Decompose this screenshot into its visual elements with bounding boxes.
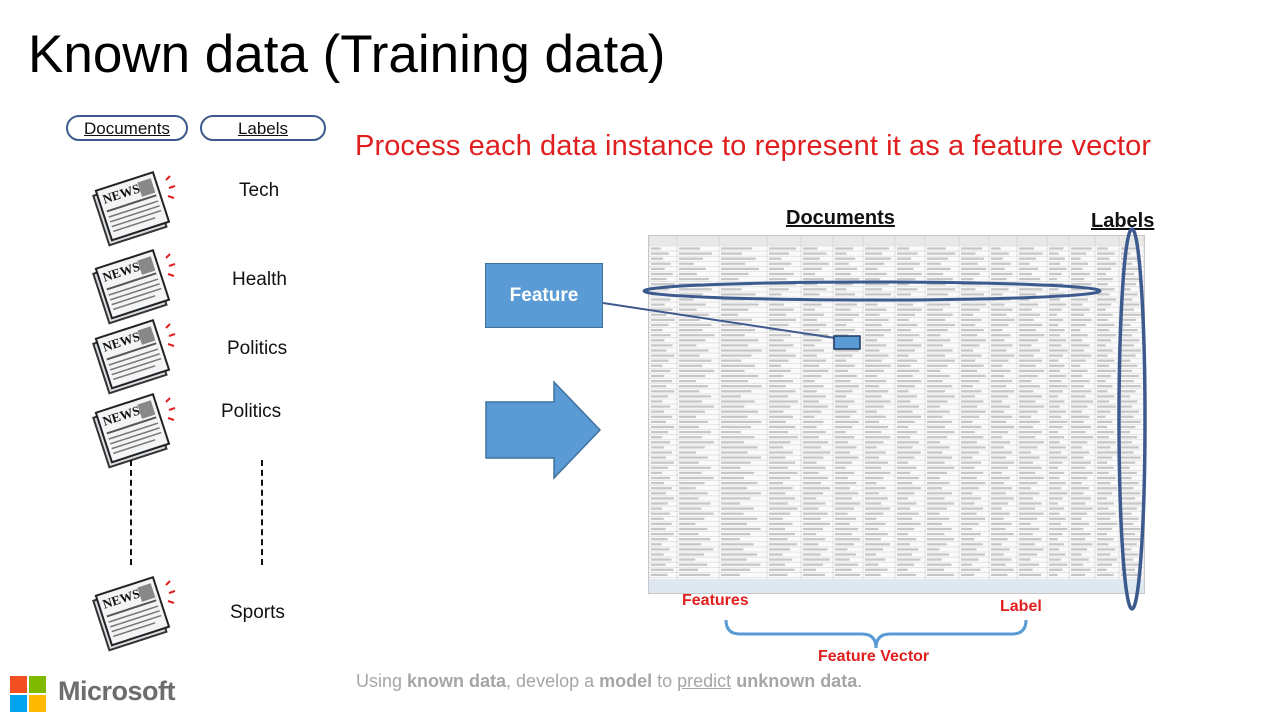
feature-row-ellipse — [642, 280, 1102, 302]
newspaper-icon: NEWS — [92, 392, 176, 479]
doc-label-2: Health — [232, 269, 287, 290]
labels-header: Labels — [237, 119, 289, 138]
feature-vector-brace — [724, 619, 1028, 649]
feature-vector-label: Feature Vector — [818, 648, 930, 665]
newspaper-icon: NEWS — [92, 248, 176, 335]
slide-title: Known data (Training data) — [28, 25, 666, 84]
feature-connector-line — [602, 302, 836, 339]
newspaper-icon: NEWS — [92, 318, 176, 405]
documents-header-pill: Documents — [66, 115, 188, 141]
documents-header: Documents — [84, 119, 170, 138]
newspaper-icon: NEWS — [92, 575, 176, 662]
documents-column-header: Documents — [786, 207, 895, 229]
dashed-continuation-left — [130, 460, 132, 565]
newspaper-icon: NEWS — [92, 170, 176, 257]
features-label: Features — [682, 592, 749, 609]
selected-cell — [833, 335, 861, 350]
slide-caption: Using known data, develop a model to pre… — [356, 671, 863, 691]
doc-label-4: Politics — [221, 401, 282, 422]
headline: Process each data instance to represent … — [355, 130, 1152, 162]
doc-label-1: Tech — [239, 180, 280, 201]
label-label: Label — [1000, 598, 1042, 615]
doc-label-3: Politics — [227, 338, 288, 359]
microsoft-logo-icon — [10, 676, 46, 717]
spreadsheet-grid-icon — [649, 236, 1144, 593]
right-arrow-icon — [484, 380, 604, 485]
labels-header-pill: Labels — [200, 115, 326, 141]
label-column-ellipse — [1117, 227, 1147, 611]
microsoft-wordmark: Microsoft — [58, 676, 176, 706]
doc-label-5: Sports — [230, 602, 285, 623]
labels-column-header: Labels — [1091, 210, 1155, 232]
dashed-continuation-right — [261, 460, 263, 565]
feature-box: Feature — [485, 263, 603, 328]
feature-box-label: Feature — [509, 285, 579, 306]
